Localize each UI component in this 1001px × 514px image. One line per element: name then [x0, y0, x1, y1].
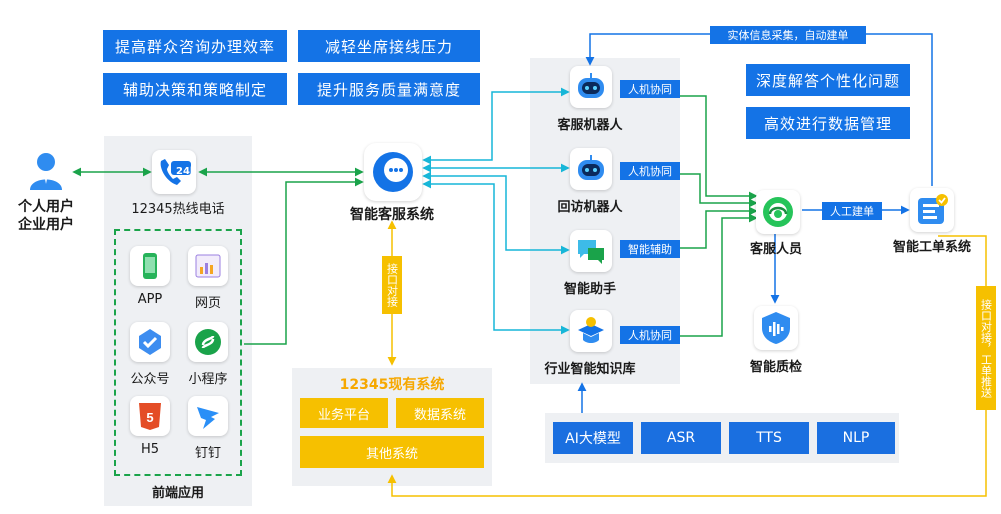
app-label: APP — [137, 292, 163, 307]
frontend-panel — [104, 136, 252, 506]
service-robot-label: 客服机器人 — [557, 118, 623, 133]
goal-reduce-pressure: 减轻坐席接线压力 — [298, 30, 480, 62]
dingtalk-label: 钉钉 — [194, 446, 221, 461]
goal-data-management: 高效进行数据管理 — [746, 107, 910, 139]
users-label-enterprise: 企业用户 — [18, 217, 74, 233]
mini-program-label: 小程序 — [188, 372, 228, 387]
interface-tag-center: 接口对接 — [382, 256, 402, 314]
collab-tag-knowledge: 人机协同 — [620, 326, 680, 344]
goal-decision: 辅助决策和策略制定 — [103, 73, 287, 105]
official-account-label: 公众号 — [130, 372, 170, 387]
frontend-title: 前端应用 — [151, 486, 204, 501]
html5-label: H5 — [140, 442, 160, 457]
knowledge-base-icon — [570, 310, 612, 352]
goal-satisfaction: 提升服务质量满意度 — [298, 73, 480, 105]
assistant-label: 智能助手 — [563, 282, 616, 297]
webpage-icon — [188, 246, 228, 286]
center-system-label: 智能客服系统 — [350, 207, 434, 223]
visit-robot-icon — [570, 148, 612, 190]
tech-nlp: NLP — [817, 422, 895, 454]
svg-text:5: 5 — [146, 410, 153, 425]
existing-business-platform: 业务平台 — [300, 398, 388, 428]
quality-check-label: 智能质检 — [749, 360, 802, 375]
quality-check-icon — [754, 306, 798, 350]
center-system-icon — [364, 143, 422, 201]
collab-tag-service: 人机协同 — [620, 80, 680, 98]
goal-personalized: 深度解答个性化问题 — [746, 64, 910, 96]
webpage-label: 网页 — [194, 296, 221, 311]
official-account-icon — [130, 322, 170, 362]
hotline-label: 12345热线电话 — [131, 202, 225, 217]
frontend-apps-box — [114, 229, 242, 476]
dingtalk-icon — [188, 396, 228, 436]
assist-tag: 智能辅助 — [620, 240, 680, 258]
existing-system-title: 12345现有系统 — [339, 377, 445, 393]
user-avatar-icon — [24, 148, 68, 192]
tech-tts: TTS — [729, 422, 809, 454]
agent-headset-icon — [756, 190, 800, 234]
knowledge-base-label: 行业智能知识库 — [544, 362, 636, 377]
assistant-icon — [570, 230, 612, 272]
collect-tag: 实体信息采集，自动建单 — [710, 26, 866, 44]
ticket-system-icon — [910, 188, 954, 232]
agent-label: 客服人员 — [749, 242, 802, 257]
push-tag: 接口对接，工单推送 — [976, 286, 996, 410]
hotline-badge: 24h — [176, 166, 198, 177]
app-icon — [130, 246, 170, 286]
users-label-personal: 个人用户 — [18, 199, 74, 215]
visit-robot-label: 回访机器人 — [557, 200, 623, 215]
hotline-phone-icon: 24h — [152, 150, 198, 194]
existing-other-system: 其他系统 — [300, 436, 484, 468]
collab-tag-visit: 人机协同 — [620, 162, 680, 180]
ticket-system-label: 智能工单系统 — [892, 240, 971, 255]
manual-ticket-tag: 人工建单 — [822, 202, 882, 220]
tech-asr: ASR — [641, 422, 721, 454]
service-robot-icon — [570, 66, 612, 108]
mini-program-icon — [188, 322, 228, 362]
existing-data-system: 数据系统 — [396, 398, 484, 428]
html5-icon: 5 — [130, 396, 170, 436]
tech-ai-model: AI大模型 — [553, 422, 633, 454]
goal-efficiency: 提高群众咨询办理效率 — [103, 30, 287, 62]
